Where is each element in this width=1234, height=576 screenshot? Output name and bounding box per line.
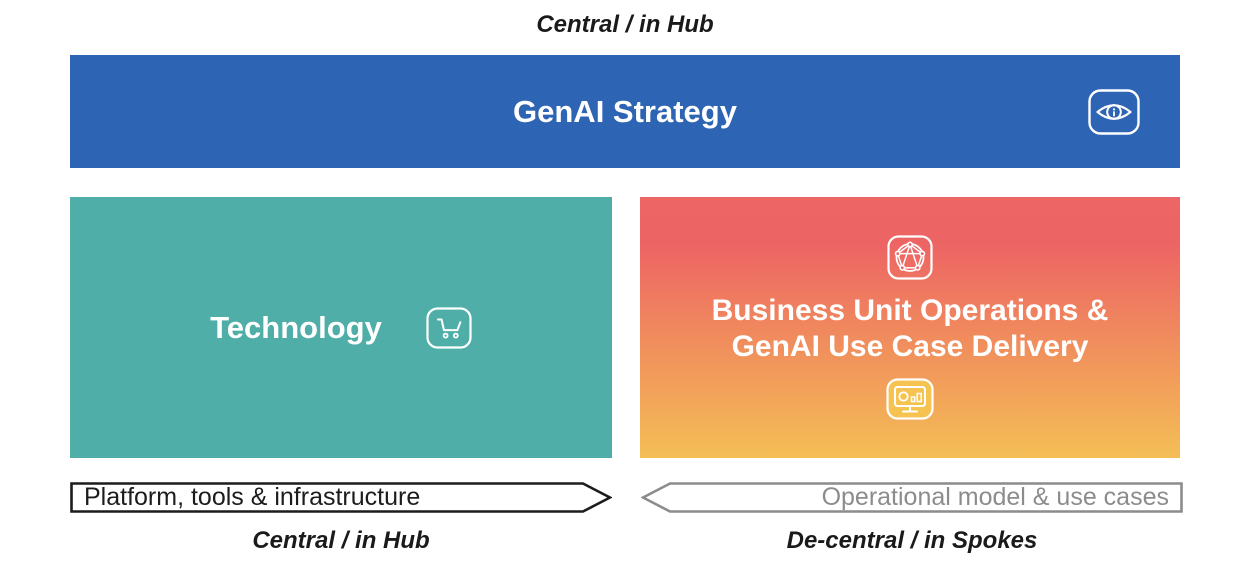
eye-icon [1088, 88, 1140, 135]
network-icon [887, 235, 933, 280]
business-unit-title-line2: GenAI Use Case Delivery [731, 330, 1089, 363]
shopping-cart-icon [426, 306, 472, 349]
bottom-right-region-label: De-central / in Spokes [786, 527, 1038, 554]
genai-strategy-box: GenAI Strategy [70, 55, 1180, 168]
operational-arrow: Operational model & use cases [641, 482, 1183, 513]
business-unit-title-line1: Business Unit Operations & [711, 294, 1109, 327]
operational-arrow-label: Operational model & use cases [821, 483, 1169, 511]
technology-title: Technology [210, 309, 382, 345]
business-unit-box: Business Unit Operations & GenAI Use Cas… [640, 197, 1180, 458]
left-pointing-arrow-shape [641, 482, 1183, 513]
bottom-left-region-label: Central / in Hub [252, 527, 430, 554]
right-pointing-arrow-shape [70, 482, 612, 513]
technology-box: Technology [70, 197, 612, 458]
platform-arrow-label: Platform, tools & infrastructure [84, 483, 421, 511]
monitor-chart-icon [886, 378, 934, 420]
genai-strategy-title: GenAI Strategy [513, 93, 737, 129]
business-unit-title: Business Unit Operations & GenAI Use Cas… [712, 293, 1109, 365]
platform-arrow: Platform, tools & infrastructure [70, 482, 612, 513]
top-region-label: Central / in Hub [536, 11, 714, 38]
